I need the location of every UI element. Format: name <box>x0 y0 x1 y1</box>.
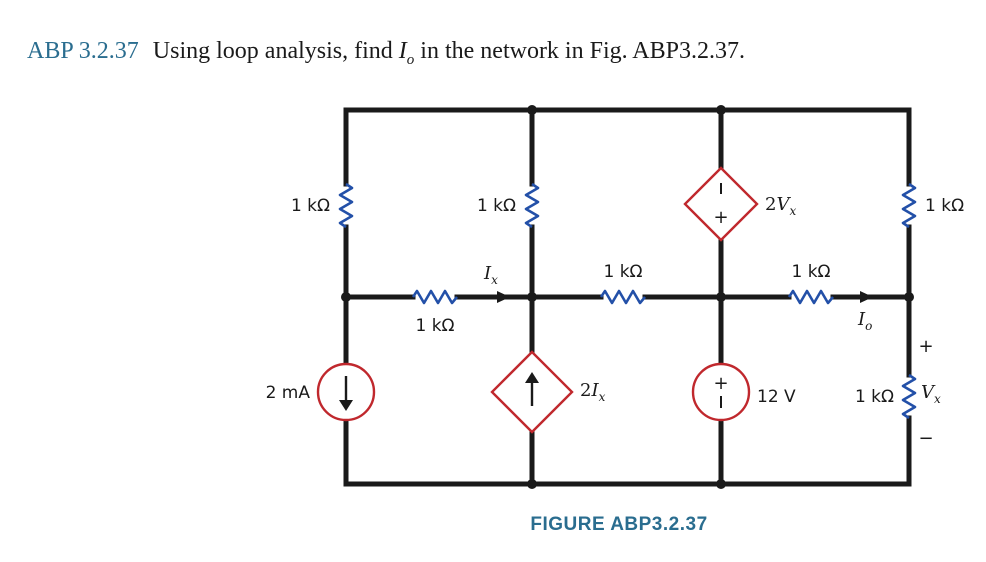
label-r-h-mid: 1 kΩ <box>603 262 642 282</box>
problem-variable: I <box>398 38 407 64</box>
resistor-h-right <box>787 289 834 305</box>
label-r-left-top: 1 kΩ <box>291 196 330 216</box>
dependent-voltage-source: + <box>683 166 759 242</box>
resistors <box>338 182 917 420</box>
label-r-right-bottom: 1 kΩ <box>855 387 894 407</box>
resistor-h-left <box>411 289 458 305</box>
vx-plus-sign: + <box>918 336 933 357</box>
arrow-head-down-icon <box>339 400 353 411</box>
voltage-source-12v: + <box>691 362 751 422</box>
dependent-current-source <box>490 350 574 434</box>
label-r-right-top: 1 kΩ <box>925 196 964 216</box>
label-vx: Vx <box>921 382 941 406</box>
figure-caption: FIGURE ABP3.2.37 <box>530 514 708 535</box>
ix-arrow-icon <box>497 291 510 303</box>
resistor-right-bottom <box>901 373 917 420</box>
problem-variable-sub: o <box>406 51 415 68</box>
label-voltage-source: 12 V <box>757 387 796 407</box>
current-source-2ma <box>316 362 376 422</box>
label-dep-voltage: 2Vx <box>765 194 796 218</box>
resistor-h-mid <box>599 289 646 305</box>
label-r-h-right: 1 kΩ <box>791 262 830 282</box>
resistor-right-top <box>901 182 917 229</box>
label-io: Io <box>857 309 872 333</box>
arrow-head-up-icon <box>525 372 539 383</box>
junctions <box>341 105 914 489</box>
plus-sign: + <box>713 373 728 394</box>
plus-sign: + <box>713 207 728 228</box>
resistor-left-top <box>338 182 354 229</box>
label-ix: Ix <box>483 263 498 287</box>
problem-text-after: in the network in Fig. ABP3.2.37. <box>420 38 745 64</box>
problem-statement: ABP 3.2.37 Using loop analysis, find Io … <box>27 38 745 70</box>
problem-text-before: Using loop analysis, find <box>152 38 393 64</box>
label-r-h-left: 1 kΩ <box>415 316 454 336</box>
label-r-mid-top: 1 kΩ <box>477 196 516 216</box>
label-dep-current: 2Ix <box>580 380 606 404</box>
vx-minus-sign: − <box>918 428 933 449</box>
io-arrow-icon <box>860 291 873 303</box>
problem-number: ABP 3.2.37 <box>27 38 139 64</box>
resistor-mid-top <box>524 182 540 229</box>
label-current-source: 2 mA <box>266 383 311 403</box>
